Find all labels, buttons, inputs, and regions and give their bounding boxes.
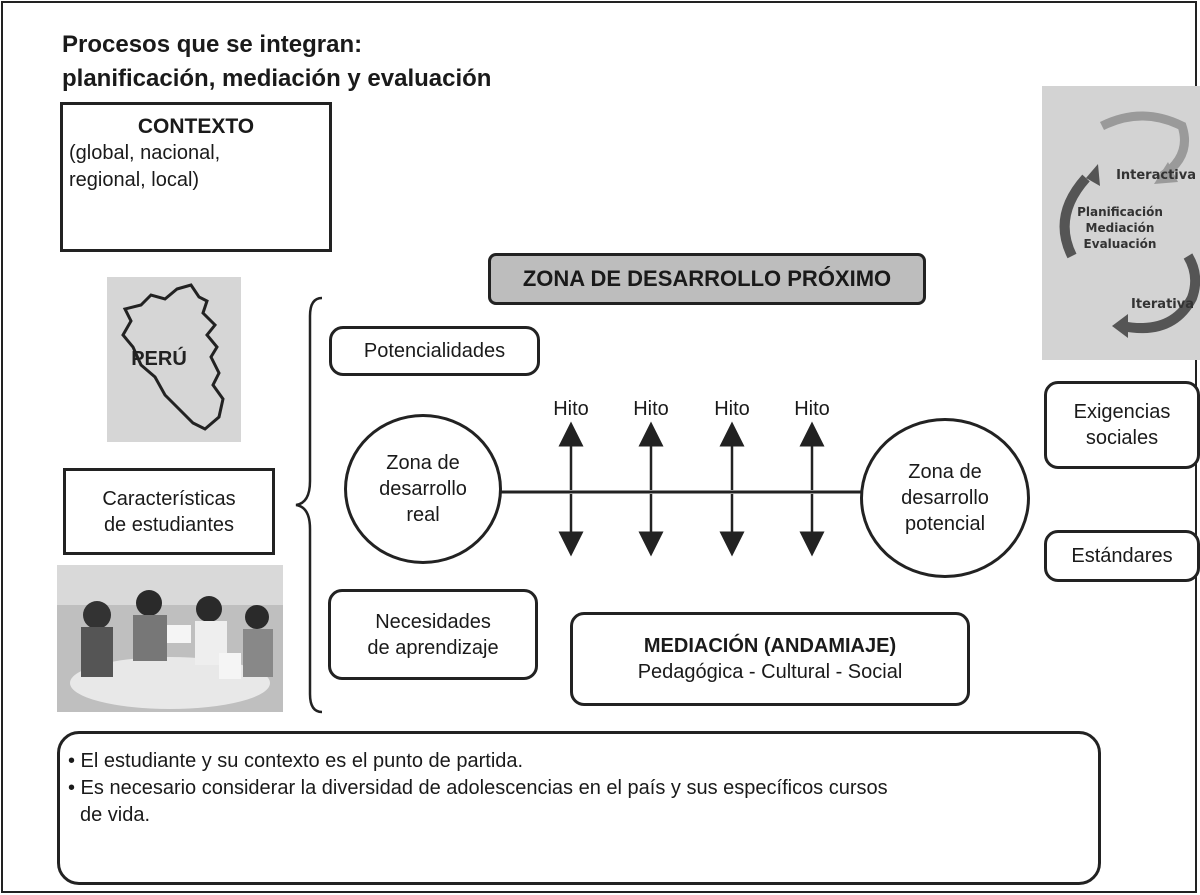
development-timeline	[500, 421, 880, 557]
contexto-line-2: regional, local)	[69, 169, 200, 191]
exigencias-sociales-box: Exigencias sociales	[1044, 381, 1200, 469]
caracteristicas-box: Características de estudiantes	[63, 468, 275, 555]
cycle-icon: Interactiva Planificación Mediación Eval…	[1042, 86, 1200, 360]
students-photo	[57, 565, 283, 712]
zona-potencial-line-1: Zona de	[908, 461, 982, 483]
students-photo-icon	[57, 565, 283, 712]
map-label: PERÚ	[131, 346, 187, 370]
estandares-box: Estándares	[1044, 530, 1200, 582]
zona-desarrollo-real-circle: Zona de desarrollo real	[344, 414, 502, 564]
exigencias-line-1: Exigencias	[1073, 401, 1171, 423]
necesidades-box: Necesidades de aprendizaje	[328, 589, 538, 680]
zona-desarrollo-potencial-circle: Zona de desarrollo potencial	[860, 418, 1030, 578]
mediacion-box: MEDIACIÓN (ANDAMIAJE) Pedagógica - Cultu…	[570, 612, 970, 706]
cycle-bottom-label: Iterativa	[1131, 297, 1194, 312]
cycle-center-label-3: Evaluación	[1084, 237, 1157, 251]
curly-brace	[295, 296, 323, 714]
peru-map-image: PERÚ	[107, 277, 241, 442]
caracteristicas-line-2: de estudiantes	[103, 513, 235, 536]
hito-label-4: Hito	[794, 398, 830, 420]
zona-desarrollo-proximo-label: ZONA DE DESARROLLO PRÓXIMO	[488, 253, 926, 305]
cycle-graphic: Interactiva Planificación Mediación Eval…	[1042, 86, 1200, 360]
mediacion-subtitle: Pedagógica - Cultural - Social	[637, 661, 903, 683]
page-title: Procesos que se integran: planificación,…	[62, 28, 491, 96]
potencialidades-box: Potencialidades	[329, 326, 540, 376]
cycle-center-label-2: Mediación	[1086, 221, 1155, 235]
contexto-line-1: (global, nacional,	[69, 142, 221, 164]
zona-real-line-2: desarrollo	[379, 478, 467, 500]
necesidades-line-2: de aprendizaje	[367, 636, 499, 659]
zona-potencial-line-2: desarrollo	[901, 487, 989, 509]
peru-map-icon: PERÚ	[107, 277, 241, 442]
cycle-top-label: Interactiva	[1116, 168, 1196, 183]
notes-box: • El estudiante y su contexto es el punt…	[57, 731, 1101, 885]
cycle-center-label-1: Planificación	[1077, 205, 1163, 219]
note-item-2: • Es necesario considerar la diversidad …	[68, 777, 888, 799]
zona-real-line-1: Zona de	[386, 452, 460, 474]
mediacion-title: MEDIACIÓN (ANDAMIAJE)	[643, 635, 897, 657]
necesidades-line-1: Necesidades	[375, 610, 491, 633]
caracteristicas-line-1: Características	[102, 487, 236, 510]
hito-label-1: Hito	[553, 398, 589, 420]
zona-potencial-line-3: potencial	[904, 513, 986, 535]
note-item-1: • El estudiante y su contexto es el punt…	[68, 750, 524, 772]
title-line-2: planificación, mediación y evaluación	[62, 65, 492, 92]
exigencias-line-2: sociales	[1085, 427, 1159, 449]
hito-label-3: Hito	[714, 398, 750, 420]
title-line-1: Procesos que se integran:	[62, 31, 363, 58]
contexto-heading: CONTEXTO	[137, 115, 255, 138]
contexto-box: CONTEXTO (global, nacional, regional, lo…	[60, 102, 332, 252]
note-item-2-continued: de vida.	[80, 804, 151, 826]
hito-label-2: Hito	[633, 398, 669, 420]
zona-real-line-3: real	[406, 504, 440, 526]
